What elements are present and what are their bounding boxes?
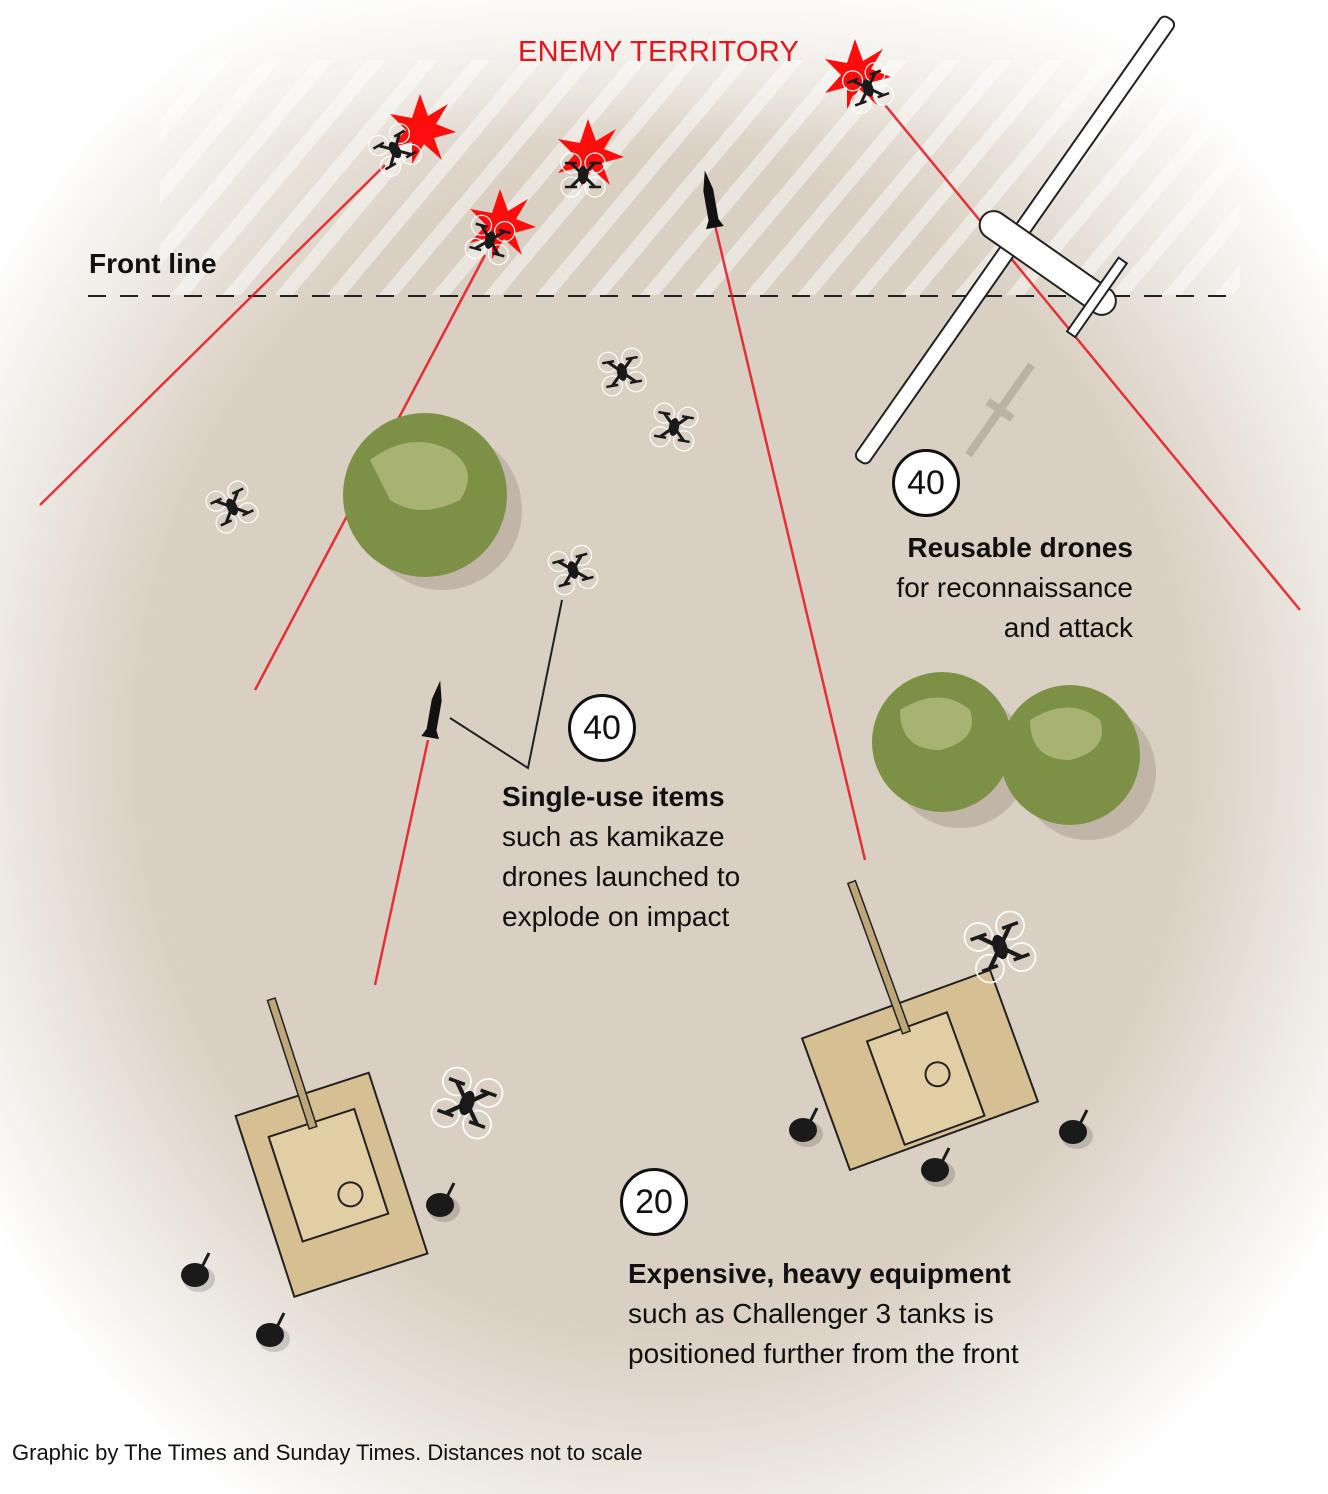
front-line-label: Front line [89, 248, 217, 279]
section-line: positioned further from the front [628, 1338, 1019, 1369]
leader-line [449, 599, 563, 770]
enemy-territory-label: ENEMY TERRITORY [518, 36, 800, 68]
section-line: such as Challenger 3 tanks is [628, 1298, 994, 1329]
section-line: such as kamikaze [502, 821, 725, 852]
section-title: Expensive, heavy equipment [628, 1258, 1011, 1289]
single-use-text: Single-use items such as kamikaze drones… [502, 777, 740, 937]
section-title: Single-use items [502, 781, 725, 812]
section-line: for reconnaissance [896, 572, 1133, 603]
laser-beams [39, 104, 1301, 986]
count-badge-single-use: 40 [568, 694, 636, 762]
section-line: drones launched to [502, 861, 741, 892]
reaper-drone [854, 15, 1176, 465]
tank [800, 879, 1040, 1172]
count-badge-heavy: 20 [620, 1168, 688, 1236]
section-title: Reusable drones [907, 532, 1133, 563]
section-line: and attack [1003, 612, 1133, 643]
tree [343, 413, 522, 590]
section-line: explode on impact [502, 901, 730, 932]
caption: Graphic by The Times and Sunday Times. D… [12, 1440, 643, 1465]
count-badge-reusable: 40 [892, 449, 960, 517]
reusable-drones-text: Reusable drones for reconnaissance and a… [896, 528, 1133, 648]
tree [872, 672, 1028, 828]
heavy-equipment-text: Expensive, heavy equipment such as Chall… [628, 1254, 1019, 1374]
tree [1000, 685, 1156, 840]
tank [234, 997, 429, 1298]
